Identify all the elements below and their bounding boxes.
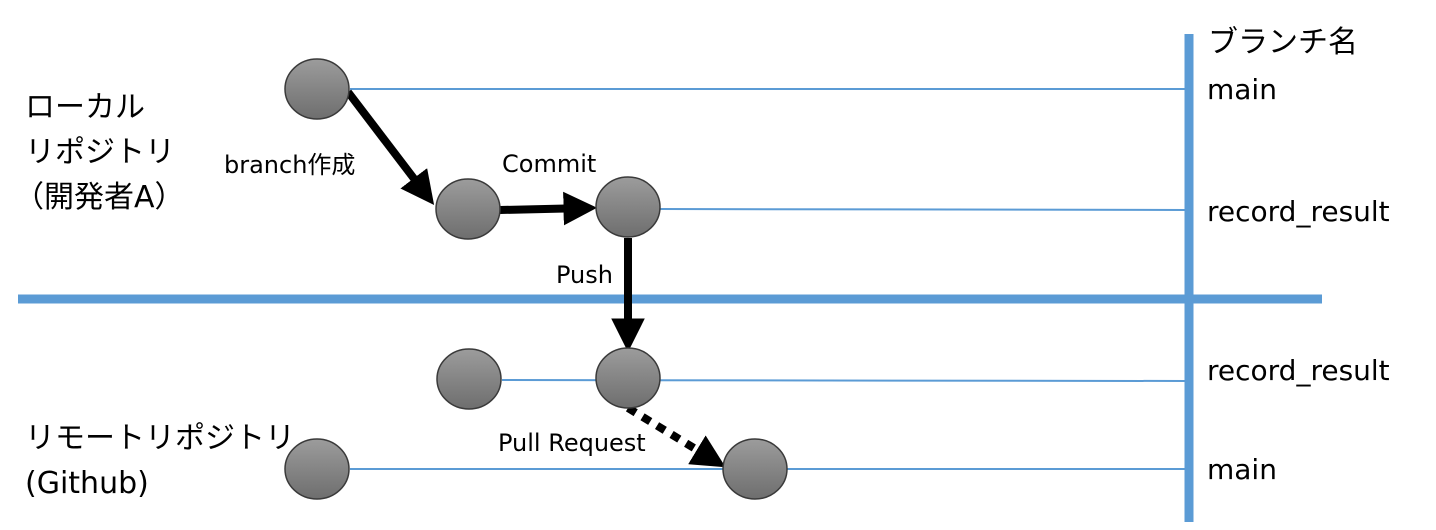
commit-label: Commit (502, 150, 596, 178)
commit-node-local-record-result (595, 176, 661, 238)
local-repo-label-line3: （開発者A） (14, 180, 185, 215)
push-label: Push (556, 261, 613, 289)
commit-node-remote-main-base (284, 438, 350, 500)
commit-node-local-branch-start (435, 178, 501, 240)
commit-arrow (499, 191, 598, 226)
remote-repo-label-line2: (Github) (25, 466, 149, 501)
branch-label-local-main: main (1207, 73, 1277, 106)
commit-node-remote-record-result (595, 347, 661, 409)
pull-request-arrow (625, 404, 726, 468)
branch-label-local-record-result: record_result (1207, 195, 1390, 228)
branch-create-label: branch作成 (224, 151, 355, 179)
branch-create-arrow (344, 89, 435, 206)
branch-line-local-record-result (659, 208, 1187, 211)
commit-node-remote-record-result-base (436, 348, 502, 410)
commit-node-remote-main-merged (722, 438, 788, 500)
local-repo-label-line1: ローカル (25, 90, 145, 125)
branch-label-remote-record-result: record_result (1207, 354, 1390, 387)
remote-repo-label-line1: リモートリポジトリ (25, 421, 295, 456)
branch-name-header: ブランチ名 (1208, 25, 1358, 60)
local-repo-label-line2: リポジトリ (25, 135, 175, 170)
pull-request-label: Pull Request (498, 429, 646, 457)
branch-label-remote-main: main (1207, 453, 1277, 486)
commit-node-local-main (284, 58, 350, 120)
